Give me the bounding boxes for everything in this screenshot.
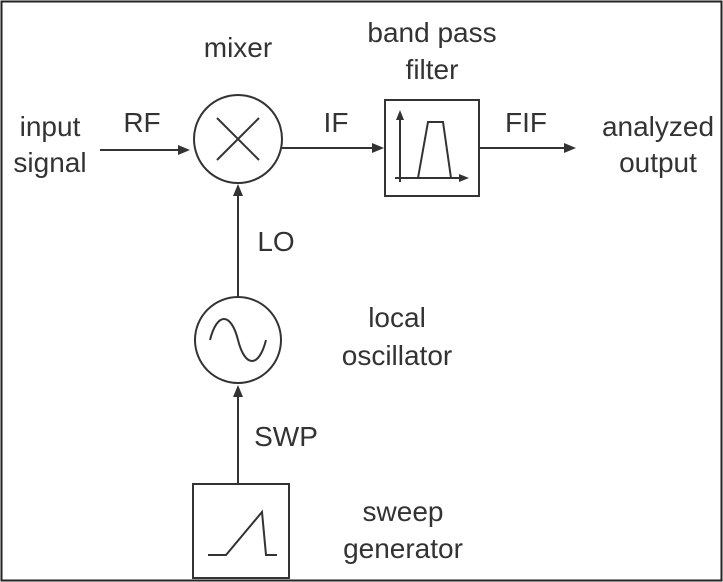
rf-arrowhead <box>178 145 190 155</box>
sweep-label-line2: generator <box>343 533 463 564</box>
if-label: IF <box>324 107 349 138</box>
lo-arrowhead <box>233 184 243 196</box>
oscillator-label-line1: local <box>368 302 426 333</box>
mixer-icon <box>193 94 283 184</box>
swp-label: SWP <box>254 421 318 452</box>
bandpass-filter-icon <box>384 99 480 197</box>
fif-arrowhead <box>564 143 576 153</box>
input-label-line2: signal <box>13 147 86 178</box>
bpf-label-line1: band pass <box>367 17 496 48</box>
fif-label: FIF <box>505 107 547 138</box>
rf-label: RF <box>123 107 160 138</box>
swp-arrowhead <box>233 385 243 397</box>
output-label-line1: analyzed <box>602 111 714 142</box>
sine-oscillator-icon <box>194 296 282 384</box>
mixer-label: mixer <box>204 32 272 63</box>
lo-label: LO <box>257 226 294 257</box>
if-arrowhead <box>372 143 384 153</box>
output-label-line2: output <box>619 147 697 178</box>
oscillator-label-line2: oscillator <box>342 340 452 371</box>
sweep-generator-icon <box>192 483 290 579</box>
bpf-label-line2: filter <box>406 54 459 85</box>
input-label-line1: input <box>20 111 81 142</box>
sweep-label-line1: sweep <box>363 496 444 527</box>
